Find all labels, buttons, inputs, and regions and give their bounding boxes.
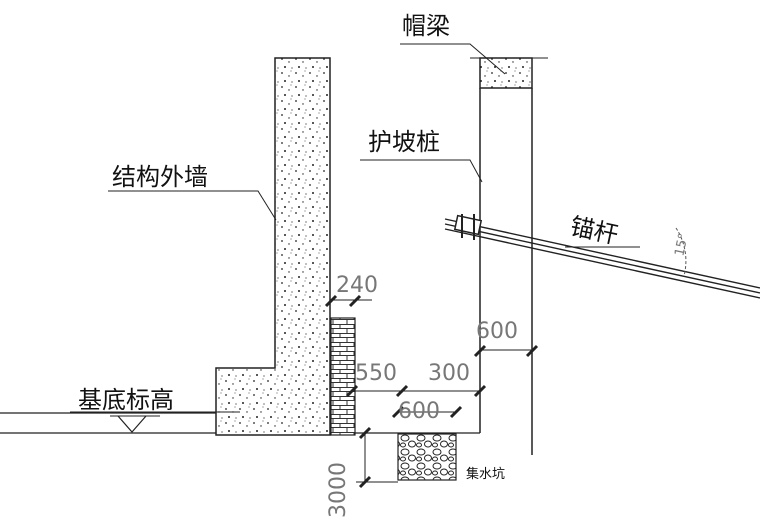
slope-pile-label: 护坡桩 <box>368 128 440 156</box>
dim-600-bottom: 600 <box>398 399 440 424</box>
dimension-lines <box>324 294 539 489</box>
slope-pile <box>479 88 533 455</box>
anchor-label: 锚杆 <box>568 212 621 249</box>
sump-label: 集水坑 <box>466 466 505 482</box>
dim-240: 240 <box>336 273 378 298</box>
cap-beam <box>479 57 533 89</box>
base-elevation-label: 基底标高 <box>78 386 174 414</box>
elevation-triangle-icon <box>117 415 147 433</box>
outer-wall-label: 结构外墙 <box>112 163 208 191</box>
brick-layer <box>330 317 356 436</box>
dim-3000: 3000 <box>326 462 351 518</box>
dim-600-top: 600 <box>476 319 518 344</box>
anchor-angle-label: 15° <box>672 232 691 258</box>
dim-550: 550 <box>355 361 397 386</box>
cap-beam-label: 帽梁 <box>402 12 450 40</box>
dim-300: 300 <box>428 361 470 386</box>
leader-lines <box>70 43 640 413</box>
anchor-rod <box>444 214 760 299</box>
sump-pit <box>397 433 457 481</box>
outer-wall-structure <box>215 57 331 436</box>
